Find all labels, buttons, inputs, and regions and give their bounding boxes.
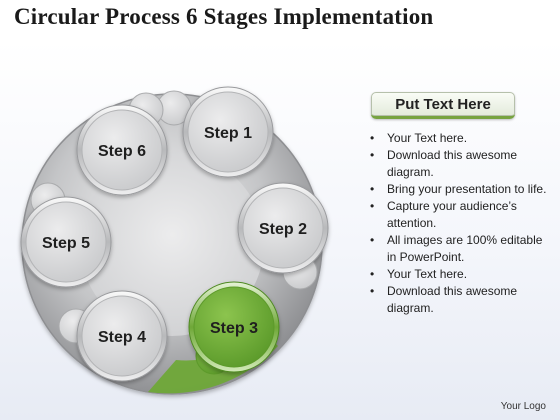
bullet-item: All images are 100% editable in PowerPoi…: [368, 232, 554, 266]
footer-logo: Your Logo: [500, 401, 546, 412]
stage-circle: [187, 91, 269, 173]
stage-label: Step 4: [98, 329, 146, 346]
stage-label: Step 1: [204, 125, 252, 142]
stage-2: Step 2: [237, 182, 329, 290]
stage-label: Step 5: [42, 235, 90, 252]
stage-label: Step 3: [210, 320, 258, 337]
stage-3: Step 3: [188, 281, 280, 375]
stage-4: Step 4: [58, 290, 168, 382]
stage-circle: [193, 286, 275, 368]
stage-circle: [25, 201, 107, 283]
stage-5: Step 5: [20, 182, 112, 288]
bullet-item: Capture your audience’s attention.: [368, 198, 554, 232]
stage-6: Step 6: [76, 92, 168, 196]
bullet-item: Your Text here.: [368, 130, 554, 147]
bullet-item: Download this awesome diagram.: [368, 283, 554, 317]
stage-label: Step 2: [259, 221, 307, 238]
stage-1: Step 1: [156, 86, 274, 178]
stage-circle: [242, 187, 324, 269]
bullet-list: Your Text here.Download this awesome dia…: [368, 130, 554, 317]
bullet-item: Your Text here.: [368, 266, 554, 283]
page-title: Circular Process 6 Stages Implementation: [14, 4, 434, 29]
stage-label: Step 6: [98, 143, 146, 160]
text-panel-header: Put Text Here: [371, 92, 515, 119]
bullet-item: Download this awesome diagram.: [368, 147, 554, 181]
stage-circle: [81, 109, 163, 191]
stage-circle: [81, 295, 163, 377]
bullet-item: Bring your presentation to life.: [368, 181, 554, 198]
